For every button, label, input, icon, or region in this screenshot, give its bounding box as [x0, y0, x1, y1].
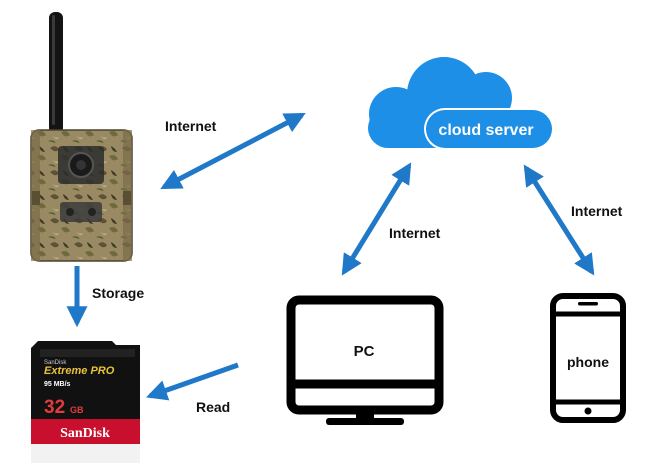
sd-speed: 95 MB/s	[44, 381, 71, 388]
sd-unit: GB	[70, 405, 84, 415]
sd-product: Extreme PRO	[44, 365, 115, 377]
edge-label-camera-cloud: Internet	[165, 118, 217, 134]
edge-label-read: Read	[196, 399, 230, 415]
edge-label-cloud-pc: Internet	[389, 225, 441, 241]
smartphone-icon: phone	[550, 293, 626, 423]
phone-label: phone	[567, 354, 609, 370]
sd-brand: SanDisk	[60, 426, 110, 441]
edge-cloud-pc	[341, 162, 412, 276]
pc-label: PC	[354, 343, 375, 360]
edge-pc-card	[146, 362, 239, 401]
edge-camera-cloud	[160, 112, 306, 190]
monitor-icon: PC	[286, 295, 444, 425]
sd-brand-small: SanDisk	[44, 360, 67, 366]
edge-label-storage: Storage	[92, 285, 144, 301]
trail-camera-icon	[30, 12, 133, 262]
sd-card-icon: SanDisk Extreme PRO 95 MB/s 32 GB SanDis…	[31, 341, 140, 463]
cloud-server-label: cloud server	[438, 122, 533, 139]
cloud-icon: cloud server	[368, 57, 554, 150]
sd-capacity: 32	[44, 397, 65, 418]
edge-label-cloud-phone: Internet	[571, 203, 623, 219]
edge-cloud-phone	[523, 164, 595, 276]
